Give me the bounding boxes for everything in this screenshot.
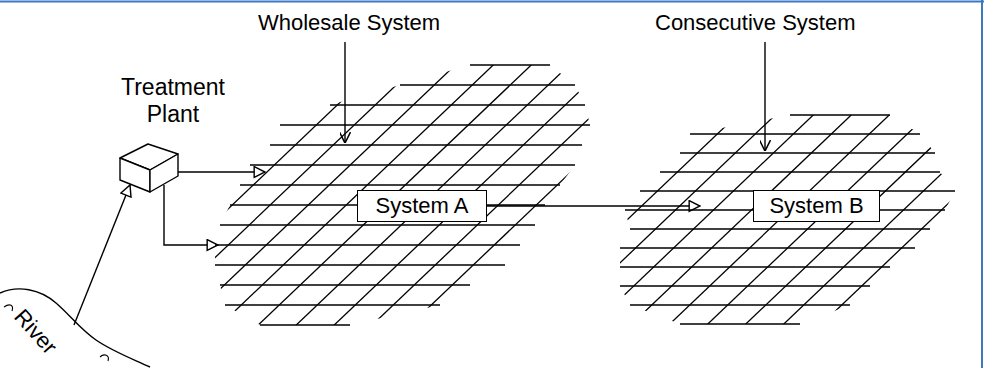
grid-pipe [101, 60, 385, 330]
grid-pipe [620, 247, 915, 248]
grid-pipe [463, 110, 705, 340]
grid-pipe [620, 266, 890, 267]
grid-pipe [729, 110, 971, 340]
grid-pipe [680, 323, 800, 324]
grid-pipe [767, 110, 984, 340]
grid-drawing [615, 110, 960, 340]
grid-pipe [291, 60, 575, 330]
grid-pipe [481, 60, 765, 330]
cube-face [120, 158, 150, 192]
pipe-connector [178, 171, 265, 172]
treatment-plant: Treatment Plant [118, 140, 180, 195]
grid-pipe [671, 60, 955, 330]
grid-pipe [270, 144, 582, 145]
system-label: System B [761, 193, 871, 218]
grid-pipe [975, 60, 984, 330]
grid-pipe [633, 60, 917, 330]
grid-pipe [881, 110, 984, 340]
grid-pipe [691, 110, 933, 340]
pipe-grid: Consecutive SystemSystem B [615, 110, 960, 340]
river: River [0, 285, 150, 368]
river-outline [0, 289, 150, 367]
grid-pipe [680, 152, 935, 153]
grid-pipe [260, 324, 350, 325]
grid-pipe [653, 110, 895, 340]
grid-pipe [235, 110, 477, 340]
pipe-connector [74, 185, 130, 325]
grid-pipe [367, 60, 651, 330]
grid-pipe [159, 110, 401, 340]
grid-pipe [0, 60, 233, 330]
system-box: System A [357, 190, 487, 222]
node-heading: Consecutive System [655, 10, 856, 35]
grid-pipe [501, 110, 743, 340]
grid-pipe [329, 60, 613, 330]
grid-pipe [387, 110, 629, 340]
leader-arrow [344, 42, 345, 142]
pipe-connector [164, 185, 218, 245]
grid-pipe [899, 60, 984, 330]
grid-pipe [690, 133, 920, 134]
cube-face [150, 154, 178, 192]
grid-pipe [577, 110, 819, 340]
grid-pipe [330, 104, 585, 105]
grid-pipe [630, 304, 850, 305]
system-label: System A [368, 193, 477, 218]
grid-pipe [250, 164, 575, 165]
grid-pipe [225, 304, 440, 305]
grid-pipe [349, 110, 591, 340]
grid-pipe [0, 60, 271, 330]
plant-cube [118, 140, 180, 195]
grid-pipe [253, 60, 537, 330]
grid-pipe [63, 60, 347, 330]
grid-pipe [709, 60, 984, 330]
system-box: System B [753, 190, 880, 222]
grid-pipe [957, 110, 984, 340]
frame-top [0, 1, 984, 3]
grid-pipe [937, 60, 984, 330]
grid-pipe [805, 110, 984, 340]
grid-pipe [615, 110, 857, 340]
pipe-grid: Wholesale SystemSystem A [215, 60, 595, 330]
node-heading: Treatment Plant [98, 74, 248, 127]
grid-pipe [660, 171, 940, 172]
grid-pipe [215, 60, 499, 330]
grid-pipe [220, 284, 470, 285]
grid-pipe [919, 110, 984, 340]
grid-pipe [197, 110, 439, 340]
grid-pipe [215, 244, 520, 245]
grid-pipe [630, 228, 930, 229]
grid-pipe [25, 60, 309, 330]
river-ripple [4, 305, 108, 361]
grid-pipe [220, 224, 535, 225]
grid-pipe [240, 184, 560, 185]
grid-pipe [539, 110, 781, 340]
grid-pipe [790, 114, 890, 115]
grid-pipe [273, 110, 515, 340]
grid-pipe [425, 110, 667, 340]
grid-pipe [620, 285, 870, 286]
grid-pipe [595, 60, 879, 330]
grid-pipe [843, 110, 984, 340]
river-label: River [9, 304, 62, 359]
grid-pipe [311, 110, 553, 340]
frame-right [981, 0, 983, 368]
grid-pipe [470, 64, 550, 65]
node-heading: Wholesale System [258, 10, 440, 35]
